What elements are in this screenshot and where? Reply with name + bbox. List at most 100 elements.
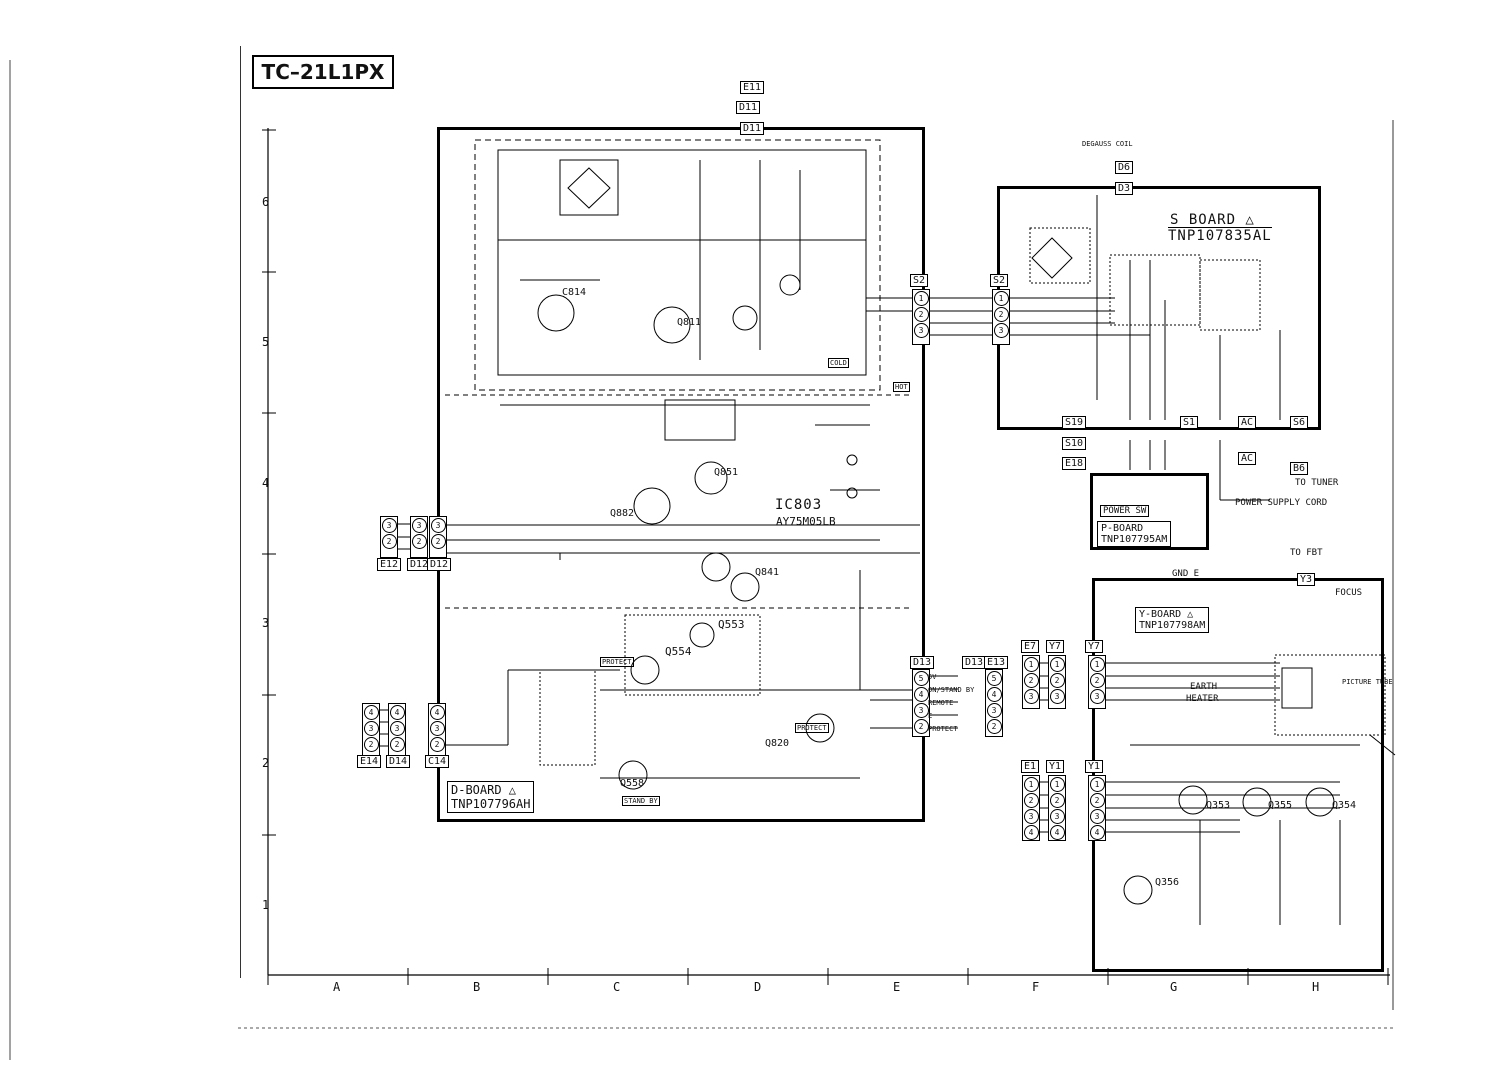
connector-d12-block: 3 2 <box>410 516 428 558</box>
connector-s2-plug: 1 2 3 <box>912 289 930 345</box>
connector-d14-block: 4 3 2 <box>388 703 406 757</box>
pin: 3 <box>363 721 379 736</box>
d-board-outline <box>437 127 925 822</box>
q553-label: Q553 <box>718 618 745 631</box>
connector-e1-block: 1 2 3 4 <box>1022 775 1040 841</box>
connector-e12-block: 3 2 <box>380 516 398 558</box>
d-board-label: D-BOARD △ TNP107796AH <box>447 781 535 813</box>
pin: 3 <box>986 703 1002 718</box>
pin: 3 <box>411 518 427 533</box>
connector-d13-b: D13 <box>962 656 987 669</box>
picture-tube-label: PICTURE TUBE <box>1342 678 1393 686</box>
s-board-part: TNP107835AL <box>1168 227 1272 244</box>
connector-ac-2: AC <box>1238 452 1257 465</box>
pin: 2 <box>913 719 929 734</box>
connector-c14-block: 4 3 2 <box>428 703 446 757</box>
pin: 1 <box>1023 777 1039 792</box>
model-title: TC–21L1PX <box>252 55 394 89</box>
pin: 3 <box>993 323 1009 338</box>
pin: 2 <box>429 737 445 752</box>
column-letter-e: E <box>893 980 901 994</box>
q558-label: Q558 <box>620 778 645 789</box>
gnd-e-label: GND E <box>1172 569 1200 579</box>
pin: 2 <box>381 534 397 549</box>
connector-b6: B6 <box>1290 462 1309 475</box>
ic803-label: IC803 <box>775 497 823 513</box>
to-tuner-label: TO TUNER <box>1295 478 1339 488</box>
q811-label: Q811 <box>677 317 702 328</box>
pin: 3 <box>430 518 446 533</box>
pin: 3 <box>381 518 397 533</box>
y-board-outline <box>1092 578 1384 972</box>
to-fbt-label: TO FBT <box>1290 548 1323 558</box>
pin: 1 <box>913 291 929 306</box>
cold-label: COLD <box>828 358 849 368</box>
row-number-6: 6 <box>262 195 270 209</box>
column-letter-h: H <box>1312 980 1320 994</box>
connector-e1: E1 <box>1021 760 1040 773</box>
connector-d6: D6 <box>1115 161 1134 174</box>
pin: 2 <box>430 534 446 549</box>
stand-by-label: STAND BY <box>622 796 660 806</box>
pin: 2 <box>389 737 405 752</box>
column-letter-f: F <box>1032 980 1040 994</box>
sheet-frame <box>240 46 1391 978</box>
row-number-2: 2 <box>262 756 270 770</box>
connector-e13-block: 5 4 3 2 <box>985 669 1003 737</box>
row-number-4: 4 <box>262 476 270 490</box>
q554-label: Q554 <box>665 645 692 658</box>
earth-label: EARTH <box>1190 682 1218 692</box>
d13-pin-on-standby: ON/STAND BY <box>928 686 975 694</box>
connector-d12-b: D12 <box>427 558 452 571</box>
pin: 2 <box>1089 793 1105 808</box>
connector-d13: D13 <box>910 656 935 669</box>
column-letter-d: D <box>754 980 762 994</box>
p-board-part: TNP107795AM <box>1101 534 1168 545</box>
q841-label: Q841 <box>755 567 780 578</box>
connector-s2-socket: 1 2 3 <box>992 289 1010 345</box>
q851-label: Q851 <box>714 467 739 478</box>
q882-label: Q882 <box>610 508 635 519</box>
pin: 3 <box>1049 689 1065 704</box>
heater-label: HEATER <box>1186 694 1219 704</box>
pin: 2 <box>1089 673 1105 688</box>
row-number-3: 3 <box>262 616 270 630</box>
connector-y7-plug: 1 2 3 <box>1088 655 1106 709</box>
connector-d14: D14 <box>386 755 411 768</box>
d13-pin-remote: REMOTE <box>928 699 954 707</box>
s-board-outline <box>997 186 1321 430</box>
connector-e13: E13 <box>984 656 1009 669</box>
connector-s10: S10 <box>1062 437 1087 450</box>
connector-d11-b: D11 <box>740 122 765 135</box>
column-letter-c: C <box>613 980 621 994</box>
pin: 1 <box>1049 777 1065 792</box>
column-letter-b: B <box>473 980 481 994</box>
y-board-part: TNP107798AM <box>1139 620 1206 631</box>
connector-s6: S6 <box>1290 416 1309 429</box>
hot-label: HOT <box>893 382 910 392</box>
pin: 4 <box>913 687 929 702</box>
pin: 2 <box>1049 673 1065 688</box>
connector-y1-block: 1 2 3 4 <box>1048 775 1066 841</box>
column-letter-g: G <box>1170 980 1178 994</box>
connector-y7-b: Y7 <box>1085 640 1104 653</box>
y-board-name: Y-BOARD △ <box>1139 609 1194 620</box>
connector-s1: S1 <box>1180 416 1199 429</box>
connector-d3: D3 <box>1115 182 1134 195</box>
connector-d12-a: D12 <box>407 558 432 571</box>
pin: 5 <box>913 671 929 686</box>
connector-d12-plug: 3 2 <box>429 516 447 558</box>
connector-e14-block: 4 3 2 <box>362 703 380 757</box>
d13-pin-protect: PROTECT <box>928 725 958 733</box>
pin: 3 <box>913 323 929 338</box>
pin: 4 <box>986 687 1002 702</box>
p-board-outline <box>1090 473 1209 550</box>
connector-y1-a: Y1 <box>1046 760 1065 773</box>
connector-y1-plug: 1 2 3 4 <box>1088 775 1106 841</box>
q820-label: Q820 <box>765 738 790 749</box>
pin: 1 <box>1089 657 1105 672</box>
connector-y7-block: 1 2 3 <box>1048 655 1066 709</box>
connector-y1-b: Y1 <box>1085 760 1104 773</box>
pin: 2 <box>913 307 929 322</box>
pin: 4 <box>1089 825 1105 840</box>
